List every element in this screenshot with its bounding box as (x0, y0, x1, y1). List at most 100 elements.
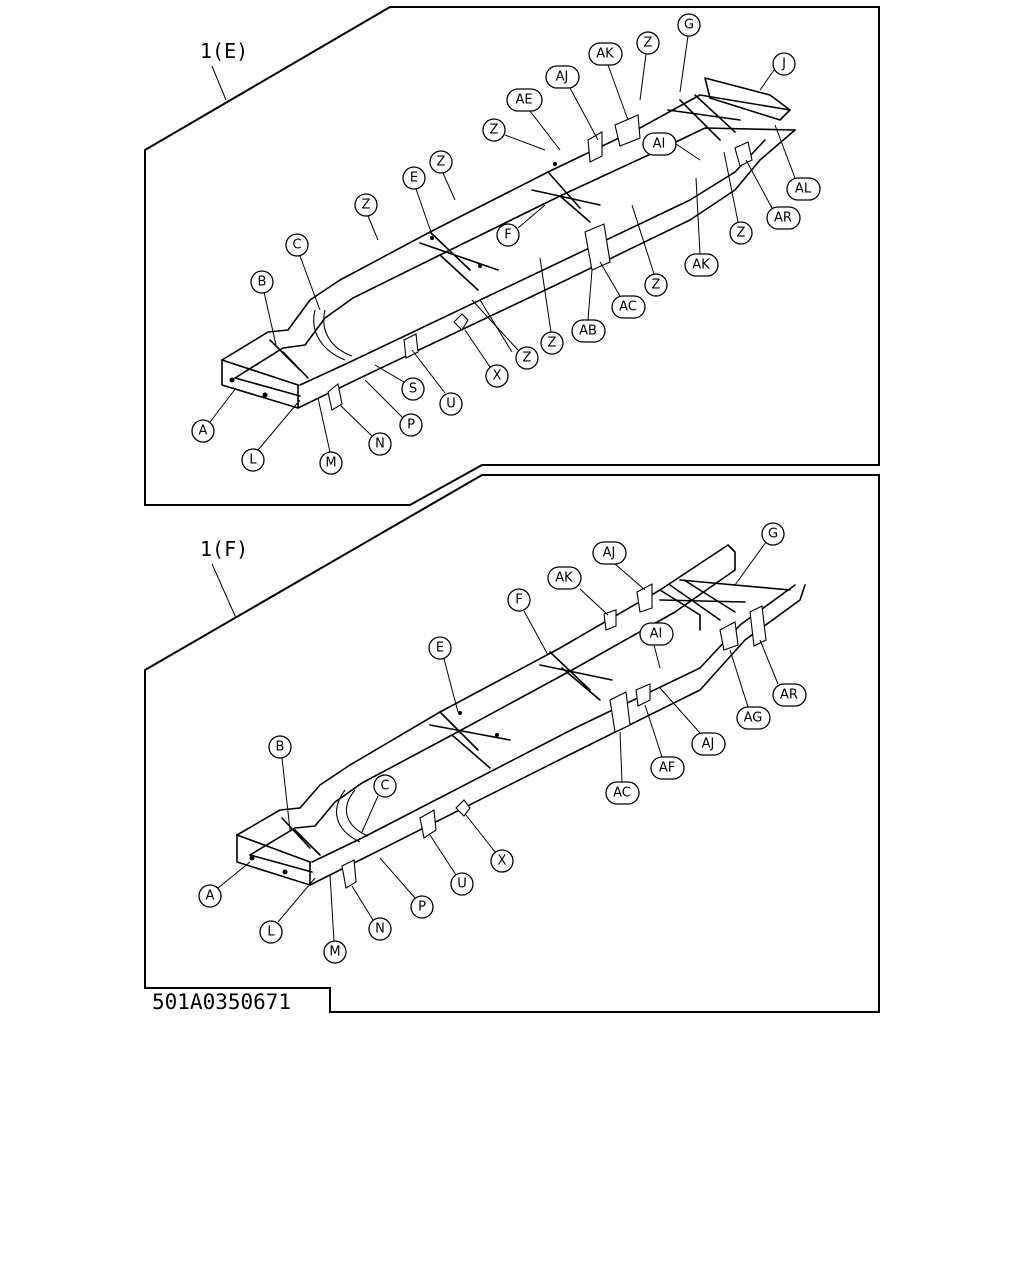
callout-p: P (364, 379, 423, 437)
shackle-ag-1f (719, 621, 739, 651)
callout-s: S (374, 364, 425, 401)
svg-text:AG: AG (744, 711, 763, 726)
callout-l-f: L (259, 877, 316, 944)
callout-ak-1: AK (588, 42, 629, 121)
bracket-n-1f (341, 859, 357, 889)
svg-text:AJ: AJ (603, 546, 616, 561)
svg-text:F: F (504, 228, 511, 243)
svg-text:Z: Z (548, 336, 557, 351)
callout-g-f: G (734, 522, 785, 586)
callout-x: X (464, 329, 509, 388)
panel-1e-title: 1(E) (200, 39, 248, 63)
svg-text:Z: Z (362, 198, 371, 213)
svg-text:Z: Z (644, 36, 653, 51)
callout-n: N (339, 404, 392, 456)
callout-b-f: B (268, 735, 292, 831)
svg-text:P: P (418, 900, 426, 915)
svg-text:AJ: AJ (556, 70, 569, 85)
callout-c: C (285, 233, 321, 311)
svg-text:AL: AL (795, 182, 812, 197)
svg-text:G: G (768, 527, 778, 542)
svg-text:B: B (258, 275, 267, 290)
shackle-ar-1f (749, 605, 767, 647)
callout-a-f: A (198, 861, 251, 908)
callout-ak-f: AK (547, 566, 609, 616)
svg-text:Z: Z (652, 278, 661, 293)
callout-aj-f2: AJ (659, 687, 726, 756)
callout-aj-f1: AJ (592, 541, 646, 591)
callout-f: F (496, 204, 546, 247)
svg-text:U: U (457, 877, 467, 892)
callout-ag-f: AG (729, 649, 771, 730)
panel-1e: 1(E) (144, 6, 880, 506)
callout-u-f: U (429, 834, 474, 896)
svg-text:P: P (407, 418, 415, 433)
panel-1e-frame (144, 6, 880, 506)
bracket-ak-1f (603, 609, 617, 631)
svg-text:G: G (684, 18, 694, 33)
mount-x-1e (453, 313, 469, 331)
callout-e-f: E (428, 636, 459, 713)
callout-b: B (250, 270, 277, 346)
bracket-u-1f (419, 809, 437, 839)
svg-text:AF: AF (659, 761, 675, 776)
callout-z-7: Z (539, 257, 564, 355)
svg-text:AI: AI (653, 137, 666, 152)
svg-text:AC: AC (619, 300, 637, 315)
callout-al: AL (774, 124, 821, 201)
hanger-aj-1e (614, 114, 641, 147)
svg-text:Z: Z (523, 351, 532, 366)
svg-text:Z: Z (490, 123, 499, 138)
callout-ar-f: AR (759, 639, 807, 707)
svg-text:E: E (410, 171, 418, 186)
callouts-1f: G AJ AK F AI E (198, 522, 807, 964)
panel-1f-frame (144, 474, 880, 1013)
svg-text:B: B (276, 740, 285, 755)
svg-text:E: E (436, 641, 444, 656)
shackle-ar-1e (734, 141, 753, 167)
svg-text:Z: Z (737, 226, 746, 241)
svg-text:M: M (329, 945, 340, 960)
callout-z-6: Z (631, 204, 668, 297)
callout-z-9: Z (479, 299, 513, 353)
svg-text:AI: AI (650, 627, 663, 642)
svg-text:AB: AB (579, 324, 597, 339)
svg-text:X: X (493, 369, 502, 384)
callout-m-f: M (323, 874, 347, 964)
bracket-aj-1e (587, 131, 603, 163)
svg-text:S: S (409, 382, 417, 397)
svg-text:L: L (267, 925, 275, 940)
svg-text:L: L (249, 453, 257, 468)
svg-text:AK: AK (692, 258, 710, 273)
bracket-af-1f (635, 683, 651, 707)
panel-1f-title-leader (211, 563, 237, 619)
callout-c-f: C (361, 774, 397, 833)
callout-z-3: Z (429, 150, 456, 201)
callout-ab: AB (571, 269, 606, 343)
callout-z-1: Z (636, 31, 660, 101)
callout-z-5: Z (723, 151, 753, 245)
svg-text:U: U (446, 397, 456, 412)
svg-text:AK: AK (596, 47, 614, 62)
callout-z-4: Z (354, 193, 379, 241)
callout-m: M (317, 397, 343, 475)
callout-z-8: Z (471, 299, 539, 370)
svg-text:N: N (375, 437, 385, 452)
svg-text:F: F (515, 593, 522, 608)
svg-text:M: M (325, 456, 336, 471)
callout-n-f: N (351, 885, 392, 941)
figure-code: 501A0350671 (152, 990, 291, 1014)
callout-aj: AJ (545, 65, 599, 141)
panel-1f: 1(F) (144, 474, 880, 1013)
bracket-ab-1e (584, 223, 611, 271)
svg-text:Z: Z (437, 155, 446, 170)
callout-x-f: X (465, 814, 514, 873)
bracket-u-1e (403, 333, 419, 359)
callout-p-f: P (379, 857, 434, 919)
bracket-ac-1f (609, 691, 631, 733)
svg-text:AJ: AJ (702, 737, 715, 752)
svg-text:AC: AC (613, 786, 631, 801)
mount-x-1f (455, 799, 471, 817)
hanger-aj-1f (636, 583, 653, 613)
